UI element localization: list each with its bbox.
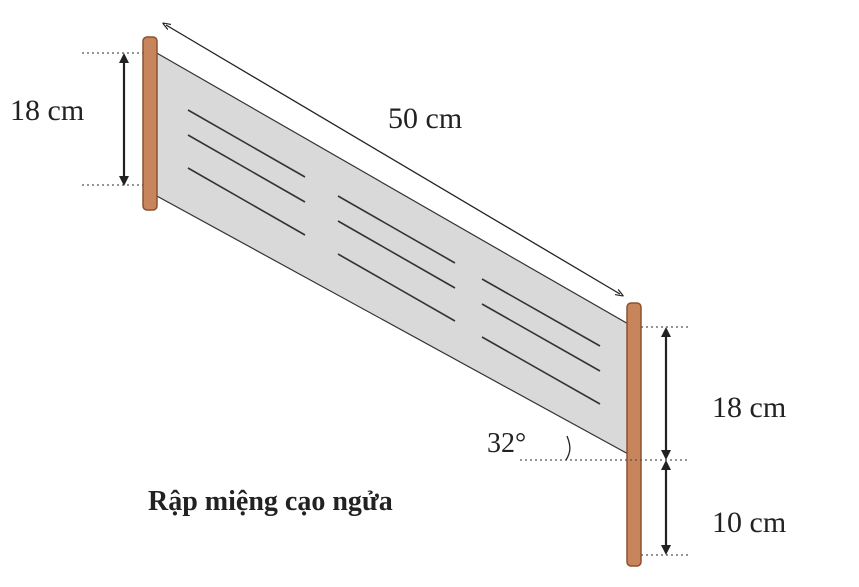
label-right-offset: 10 cm <box>712 506 786 539</box>
label-right-height: 18 cm <box>712 391 786 424</box>
angle-arc <box>565 435 571 461</box>
length-dimension <box>166 25 620 294</box>
label-left-height: 18 cm <box>10 94 84 127</box>
label-length: 50 cm <box>388 102 462 135</box>
diagram-caption: Rập miệng cạo ngửa <box>148 486 393 517</box>
left-post <box>142 36 158 211</box>
label-angle: 32° <box>487 428 526 459</box>
right-post <box>626 302 642 567</box>
